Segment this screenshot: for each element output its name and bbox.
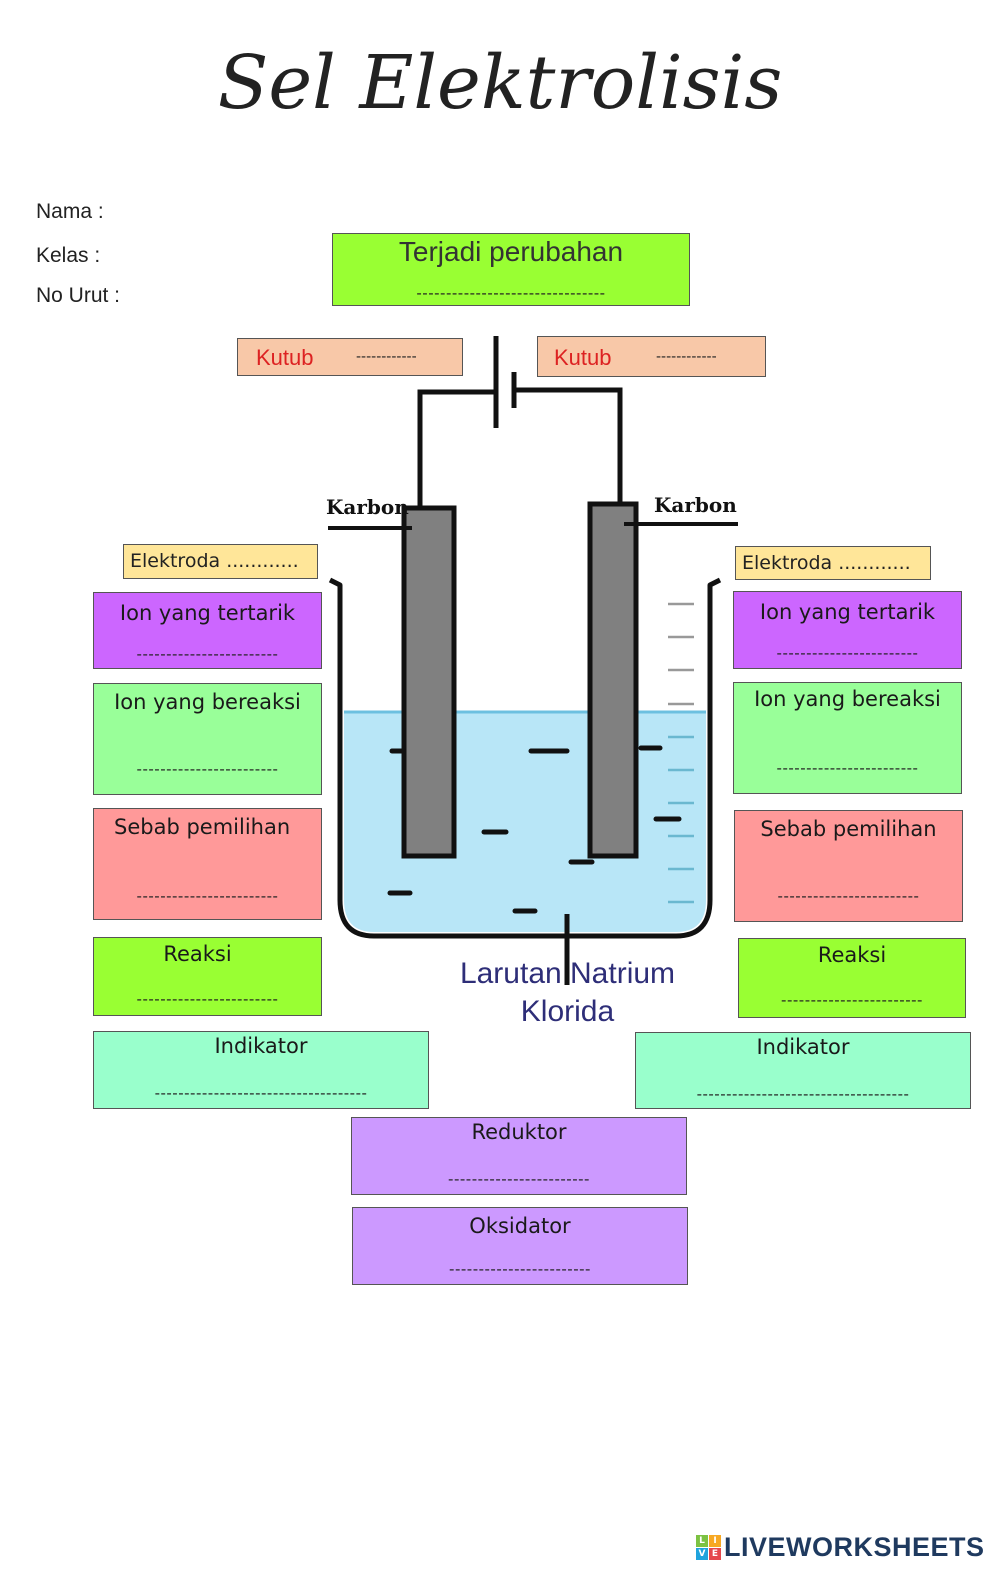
footer-brand[interactable]: L I V E LIVEWORKSHEETS [696, 1532, 985, 1562]
right-reaction-box: Reaksi ------------------------ [738, 938, 966, 1018]
right-reaction-label: Reaksi [817, 943, 887, 967]
reductor-blank[interactable]: ------------------------ [448, 1170, 590, 1188]
right-electrode [587, 501, 639, 859]
logo-letter-e: E [709, 1547, 721, 1560]
left-reason-label: Sebab pemilihan [114, 815, 291, 839]
beaker [328, 577, 722, 939]
left-ion-reacts-box: Ion yang bereaksi ----------------------… [93, 683, 322, 795]
left-reaction-label: Reaksi [163, 942, 232, 966]
student-name-label: Nama : [36, 200, 104, 223]
change-label: Terjadi perubahan [398, 236, 624, 267]
left-ion-reacts-blank[interactable]: ------------------------ [136, 760, 279, 778]
left-indicator-blank[interactable]: ------------------------------------ [154, 1084, 368, 1102]
liveworksheets-logo-icon: L I V E [696, 1534, 721, 1560]
page-title: Sel Elektrolisis [217, 40, 783, 126]
left-ion-attracted-box: Ion yang tertarik ----------------------… [93, 592, 322, 669]
right-pole-blank[interactable]: ------------ [656, 349, 717, 365]
right-reason-box: Sebab pemilihan ------------------------ [734, 810, 963, 922]
oxidator-box: Oksidator ------------------------ [352, 1207, 688, 1285]
left-reason-blank[interactable]: ------------------------ [136, 887, 279, 905]
right-electrode-box: Elektroda ............ [735, 546, 931, 580]
right-ion-reacts-label: Ion yang bereaksi [754, 687, 941, 711]
right-ion-attracted-blank[interactable]: ------------------------ [776, 644, 919, 662]
student-number-label: No Urut : [36, 284, 121, 307]
right-pole-label: Kutub [554, 345, 612, 370]
right-indicator-label: Indikator [756, 1035, 850, 1059]
right-indicator-blank[interactable]: ------------------------------------ [696, 1085, 910, 1103]
footer-brand-text: LIVEWORKSHEETS [724, 1531, 985, 1562]
solution-liquid [344, 712, 706, 932]
change-box: Terjadi perubahan ----------------------… [332, 233, 690, 306]
right-ion-attracted-box: Ion yang tertarik ----------------------… [733, 591, 962, 669]
logo-letter-l: L [696, 1534, 708, 1547]
left-wire [417, 389, 496, 508]
left-electrode-field[interactable]: Elektroda ............ [130, 550, 299, 572]
right-reaction-blank[interactable]: ------------------------ [781, 991, 923, 1009]
right-indicator-box: Indikator ------------------------------… [635, 1032, 971, 1109]
left-indicator-label: Indikator [214, 1034, 308, 1058]
solution-label-line1: Larutan Natrium [459, 957, 676, 990]
oxidator-blank[interactable]: ------------------------ [449, 1260, 591, 1278]
reductor-box: Reduktor ------------------------ [351, 1117, 687, 1195]
right-ion-attracted-label: Ion yang tertarik [759, 600, 936, 624]
right-ion-reacts-box: Ion yang bereaksi ----------------------… [733, 682, 962, 794]
right-reason-label: Sebab pemilihan [760, 817, 937, 841]
oxidator-label: Oksidator [469, 1214, 571, 1238]
solution-label-line2: Klorida [520, 995, 615, 1028]
left-indicator-box: Indikator ------------------------------… [93, 1031, 429, 1109]
left-reason-box: Sebab pemilihan ------------------------ [93, 808, 322, 920]
right-reason-blank[interactable]: ------------------------ [777, 887, 920, 905]
left-reaction-blank[interactable]: ------------------------ [136, 990, 279, 1008]
reductor-label: Reduktor [471, 1120, 567, 1144]
ion-dashes [387, 745, 682, 914]
left-pole-label: Kutub [256, 345, 314, 370]
right-electrode-field[interactable]: Elektroda ............ [742, 552, 911, 574]
right-ion-reacts-blank[interactable]: ------------------------ [776, 759, 919, 777]
right-electrode-label: Karbon [654, 493, 737, 517]
left-electrode [401, 505, 457, 859]
left-ion-attracted-label: Ion yang tertarik [119, 601, 296, 625]
student-class-label: Kelas : [36, 244, 101, 267]
left-ion-reacts-label: Ion yang bereaksi [114, 690, 301, 714]
left-pole-box: Kutub ------------ [237, 338, 463, 376]
logo-letter-i: I [709, 1534, 721, 1547]
left-ion-attracted-blank[interactable]: ------------------------ [136, 645, 279, 663]
logo-letter-v: V [696, 1547, 708, 1560]
left-pole-blank[interactable]: ------------ [356, 349, 417, 365]
right-pole-box: Kutub ------------ [537, 336, 766, 377]
change-blank[interactable]: -------------------------------- [416, 284, 606, 302]
right-wire [514, 387, 623, 504]
left-electrode-label: Karbon [326, 495, 409, 519]
solution-label: Larutan Natrium Klorida [440, 955, 695, 1031]
beaker-graduations [668, 602, 694, 904]
left-reaction-box: Reaksi ------------------------ [93, 937, 322, 1016]
left-electrode-box: Elektroda ............ [123, 544, 318, 579]
